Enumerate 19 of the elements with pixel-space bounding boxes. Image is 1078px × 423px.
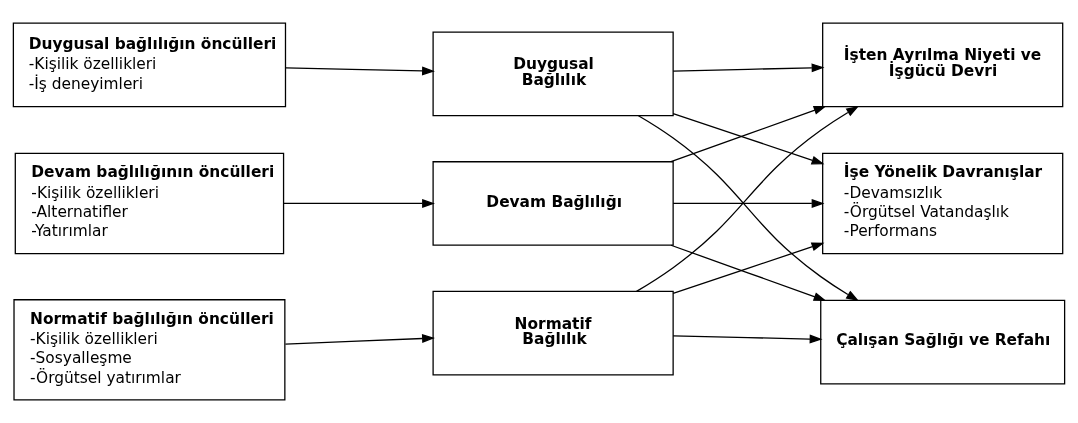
arrow [285,66,435,76]
node-box: İşten Ayrılma Niyeti ve İşgücü Devri [822,22,1064,108]
node-box: Normatif bağlılığın öncülleri -Kişilik özellikleri -Sosyalleşme -Örgütsel yatırımlar [13,299,286,401]
node-box: Devam Bağlılığı [432,161,674,246]
node-box: Devam bağlılığının öncülleri -Kişilik özellikleri -Alternatifler -Yatırımlar [14,152,285,255]
arrow [672,63,825,73]
node-box: Çalışan Sağlığı ve Refahı [820,299,1066,385]
arrow [672,112,825,165]
node-box: İşe Yönelik Davranışlar -Devamsızlık -Örgütsel Vatandaşlık -Performans [822,152,1064,255]
arrow [670,244,827,301]
node-box: Duygusal Bağlılık [432,31,674,117]
node-box: Normatif Bağlılık [432,290,674,376]
arrow [670,106,827,163]
node-box: Duygusal bağlılığın öncülleri -Kişilik özellikleri -İş deneyimleri [12,22,287,108]
arrow [672,242,825,294]
arrow [672,334,823,344]
arrow [284,334,435,345]
arrow [283,198,435,208]
arrow [672,198,825,208]
